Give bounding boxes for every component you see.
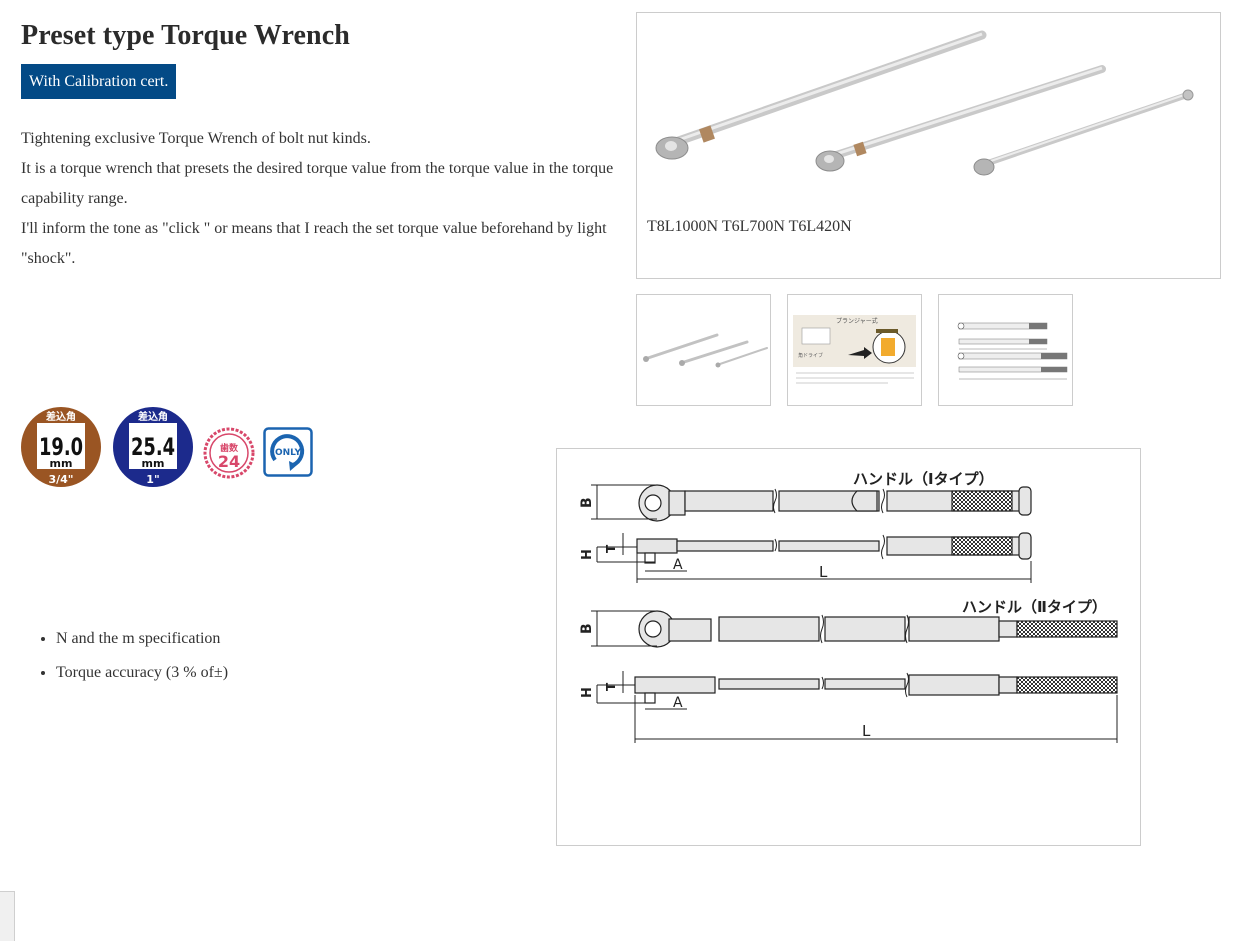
thumb-wrenches-photo[interactable]: [636, 294, 771, 406]
thumb-dimension-drawing[interactable]: [938, 294, 1073, 406]
svg-text:A: A: [673, 557, 683, 573]
handle-type-2-label: ハンドル（Ⅱタイプ）: [962, 598, 1107, 616]
main-image-caption: T8L1000N T6L700N T6L420N: [647, 218, 852, 235]
handle-type-1-label: ハンドル（Ⅰタイプ）: [853, 470, 994, 488]
thumb-plunger-type-diagram[interactable]: プランジャー式 角ドライブ: [787, 294, 922, 406]
feature-list: N and the m specification Torque accurac…: [56, 622, 228, 690]
svg-text:B: B: [579, 497, 595, 508]
svg-text:B: B: [579, 623, 595, 634]
square-drive-19mm-icon: 差込角 19.0 mm 3/4": [20, 406, 102, 488]
description-line: It is a torque wrench that presets the d…: [21, 160, 614, 207]
dimension-diagram[interactable]: B B H T H T A A L L ハンドル（Ⅰタイプ） ハンドル（Ⅱタイプ…: [556, 448, 1141, 846]
svg-text:1": 1": [146, 473, 159, 486]
svg-text:H: H: [580, 687, 595, 698]
svg-text:L: L: [862, 722, 871, 740]
torque-wrenches-photo: [655, 30, 1194, 176]
page-title: Preset type Torque Wrench: [21, 20, 350, 51]
svg-text:24: 24: [218, 452, 240, 471]
torque-wrench-dimension-drawing: B B H T H T A A L L ハンドル（Ⅰタイプ） ハンドル（Ⅱタイプ…: [579, 470, 1118, 743]
svg-text:角ドライブ: 角ドライブ: [798, 352, 823, 359]
svg-text:歯数: 歯数: [220, 442, 239, 454]
svg-text:差込角: 差込角: [138, 410, 168, 423]
svg-text:mm: mm: [142, 457, 165, 470]
svg-text:H: H: [580, 549, 595, 560]
square-drive-25mm-icon: 差込角 25.4 mm 1": [112, 406, 194, 488]
teeth-count-24-icon: 歯数 24: [203, 427, 255, 479]
feature-item: Torque accuracy (3 % of±): [56, 656, 228, 690]
svg-text:mm: mm: [50, 457, 73, 470]
svg-text:T: T: [604, 544, 618, 553]
svg-text:25.4: 25.4: [131, 433, 175, 461]
svg-text:プランジャー式: プランジャー式: [836, 317, 878, 325]
svg-text:L: L: [819, 563, 828, 581]
svg-text:A: A: [673, 695, 683, 711]
description-line: I'll inform the tone as "click " or mean…: [21, 220, 607, 267]
main-product-image[interactable]: T8L1000N T6L700N T6L420N: [636, 12, 1221, 279]
svg-text:T: T: [604, 682, 618, 691]
product-description: Tightening exclusive Torque Wrench of bo…: [21, 124, 621, 274]
feature-icons: 差込角 19.0 mm 3/4" 差込角 25.4 mm 1" 歯数 24: [20, 406, 313, 488]
description-line: Tightening exclusive Torque Wrench of bo…: [21, 130, 371, 147]
one-way-only-icon: ONLY: [263, 427, 313, 477]
svg-text:19.0: 19.0: [39, 433, 83, 461]
svg-text:差込角: 差込角: [46, 410, 76, 423]
side-panel-tab[interactable]: [0, 891, 15, 941]
calibration-cert-badge: With Calibration cert.: [21, 64, 177, 99]
thumbnail-strip: プランジャー式 角ドライブ: [636, 294, 1073, 406]
svg-text:3/4": 3/4": [48, 473, 73, 486]
feature-item: N and the m specification: [56, 622, 228, 656]
svg-text:ONLY: ONLY: [275, 448, 302, 458]
